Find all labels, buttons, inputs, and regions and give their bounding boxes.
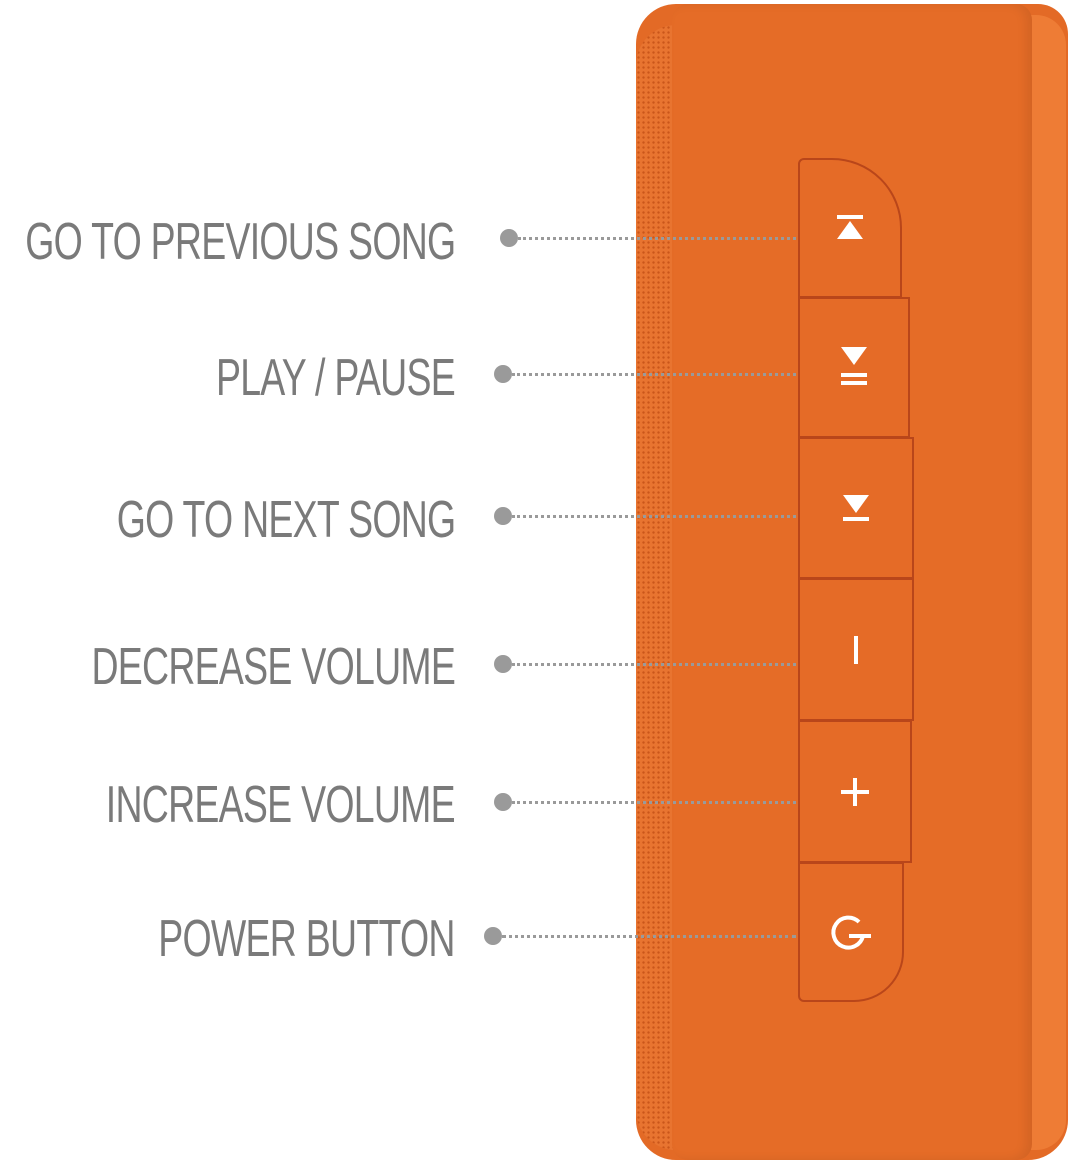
leader-dot (494, 507, 512, 525)
leader-dot (500, 229, 518, 247)
label-increase-volume: INCREASE VOLUME (105, 776, 456, 834)
previous-song-button[interactable] (798, 158, 902, 298)
leader-dot (484, 927, 502, 945)
power-button[interactable] (798, 862, 904, 1002)
label-power-button: POWER BUTTON (158, 910, 456, 968)
leader-line (502, 935, 796, 938)
next-song-button[interactable] (798, 437, 914, 579)
leader-line (512, 801, 796, 804)
leader-line (512, 373, 796, 376)
increase-volume-button[interactable] (798, 720, 912, 863)
label-decrease-volume: DECREASE VOLUME (91, 638, 455, 696)
next-track-icon (843, 495, 869, 521)
leader-dot (494, 793, 512, 811)
label-previous-song: GO TO PREVIOUS SONG (24, 213, 456, 271)
previous-track-icon (837, 215, 863, 239)
speaker-side (1030, 15, 1066, 1150)
power-icon (831, 915, 871, 950)
decrease-volume-button[interactable] (798, 578, 914, 721)
leader-line (512, 515, 796, 518)
label-play-pause: PLAY / PAUSE (215, 349, 456, 407)
minus-icon (854, 635, 858, 664)
leader-line (518, 237, 796, 240)
leader-dot (494, 655, 512, 673)
leader-line (512, 663, 796, 666)
play-pause-button[interactable] (798, 297, 910, 438)
plus-icon (841, 777, 869, 806)
label-next-song: GO TO NEXT SONG (116, 491, 455, 549)
play-pause-icon (841, 346, 867, 385)
leader-dot (494, 365, 512, 383)
